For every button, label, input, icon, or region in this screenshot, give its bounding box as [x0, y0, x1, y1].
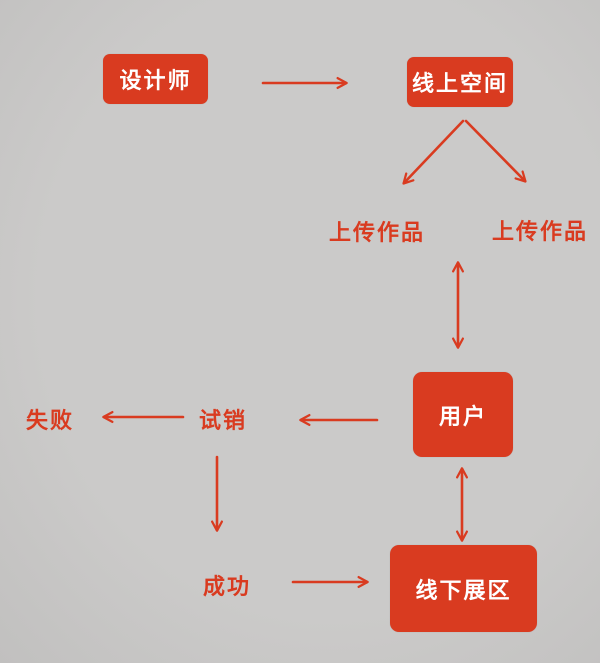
node-user: 用户 [413, 372, 513, 457]
label-upload-works-left: 上传作品 [328, 220, 426, 245]
label-fail: 失败 [25, 408, 75, 433]
node-online-space: 线上空间 [407, 57, 513, 107]
node-offline-area: 线下展区 [390, 545, 537, 632]
label-trial-sale: 试销 [198, 408, 248, 433]
node-online-space-label: 线上空间 [411, 71, 508, 96]
arrow-online-to-upload-left [402, 119, 465, 185]
label-success: 成功 [202, 574, 252, 599]
node-designer-label: 设计师 [119, 68, 192, 93]
node-offline-area-label: 线下展区 [415, 577, 512, 603]
arrow-online-to-upload-right [464, 119, 527, 183]
node-designer: 设计师 [103, 54, 208, 104]
label-upload-works-right: 上传作品 [491, 219, 589, 244]
node-user-label: 用户 [438, 403, 487, 429]
